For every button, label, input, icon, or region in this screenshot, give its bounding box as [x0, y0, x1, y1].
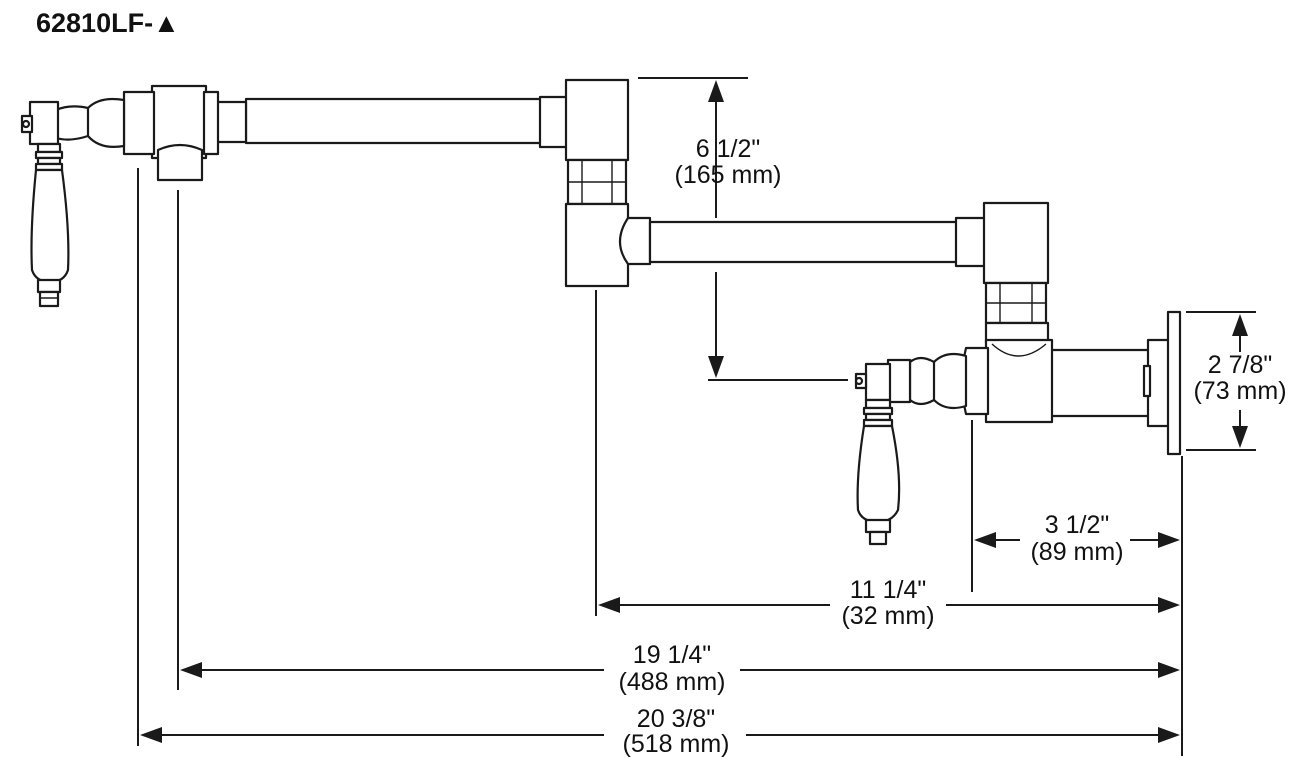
- height-arm-metric: (165 mm): [675, 161, 782, 189]
- upper-lever-handle: [30, 142, 70, 308]
- lower-hinge-body: [982, 201, 1050, 285]
- wall-to-valve-metric: (89 mm): [1030, 538, 1123, 566]
- upper-arm-tube: [244, 97, 546, 145]
- height-arm-imperial: 6 1/2": [696, 135, 760, 163]
- wall-to-spout-metric: (488 mm): [619, 668, 726, 696]
- lever-body: [856, 424, 901, 524]
- wall-valve: [854, 310, 1182, 456]
- lower-arm-tube: [648, 220, 960, 264]
- model-code: 62810LF-▲: [36, 8, 180, 38]
- lever-body: [30, 168, 70, 284]
- upper-spout-arm: [244, 78, 630, 288]
- upper-hinge-body: [564, 78, 630, 162]
- valve-body: [984, 338, 1054, 424]
- flange-height-metric: (73 mm): [1193, 377, 1286, 405]
- wall-to-valve-imperial: 3 1/2": [1045, 511, 1109, 539]
- wall-flange: [1166, 310, 1182, 456]
- wall-to-elbow-imperial: 11 1/4": [850, 576, 927, 604]
- dimension-wall-to-spout: 19 1/4" (488 mm): [180, 641, 1180, 696]
- valve-shank: [1048, 348, 1152, 418]
- extension-lines: [137, 77, 1256, 756]
- dimension-overall-reach: 20 3/8" (518 mm): [140, 705, 1180, 758]
- flange-height-imperial: 2 7/8": [1208, 351, 1272, 379]
- spout-outlet: [156, 143, 204, 182]
- dimension-wall-to-valve: 3 1/2" (89 mm): [974, 511, 1180, 566]
- dimension-flange-height: 2 7/8" (73 mm): [1193, 314, 1287, 448]
- dimension-wall-to-elbow: 11 1/4" (32 mm): [598, 576, 1180, 630]
- wall-to-elbow-metric: (32 mm): [841, 602, 934, 630]
- lower-arm: [618, 201, 1050, 345]
- overall-reach-imperial: 20 3/8": [637, 705, 715, 733]
- dimension-height-arm: 6 1/2" (165 mm): [675, 80, 782, 378]
- overall-reach-metric: (518 mm): [623, 730, 730, 758]
- spout-head: [20, 84, 248, 182]
- lower-lever-handle: [856, 398, 901, 546]
- middle-hinge-body: [564, 202, 630, 288]
- wall-to-spout-imperial: 19 1/4": [633, 641, 711, 669]
